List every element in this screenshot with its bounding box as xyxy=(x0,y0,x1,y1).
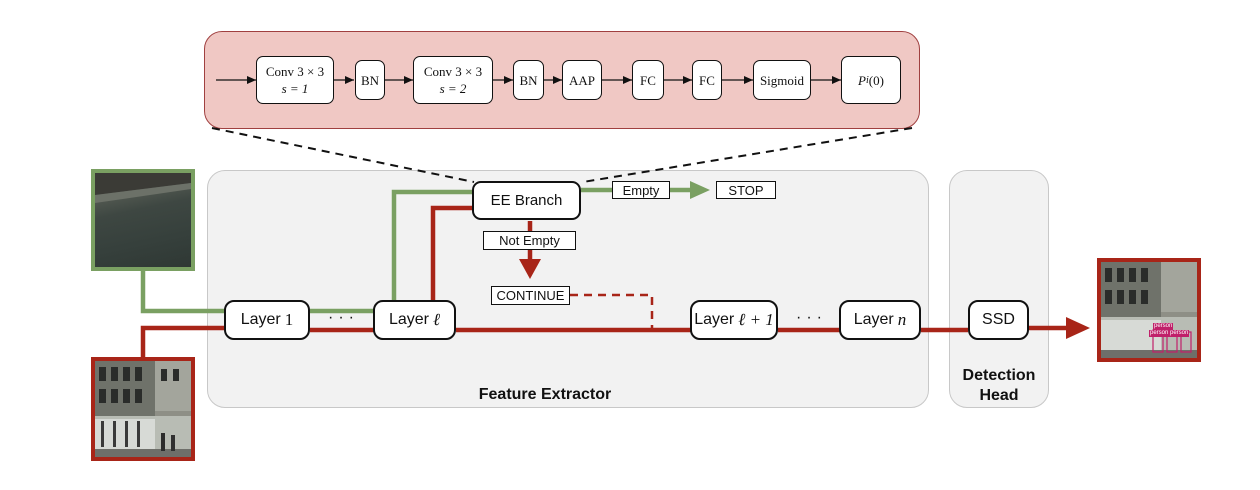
empty-label: Empty xyxy=(612,181,670,199)
sigmoid-block: Sigmoid xyxy=(753,60,811,100)
stop-label: STOP xyxy=(716,181,776,199)
fc-block-1: FC xyxy=(632,60,664,100)
conv-block-2: Conv 3 × 3 s = 2 xyxy=(413,56,493,104)
bn-block-2: BN xyxy=(513,60,544,100)
input-image-empty-road xyxy=(91,169,195,271)
ssd-box: SSD xyxy=(968,300,1029,340)
detection-label-1: person xyxy=(1153,323,1174,330)
aap-block: AAP xyxy=(562,60,602,100)
continue-label: CONTINUE xyxy=(491,286,570,305)
conv-block-1: Conv 3 × 3 s = 1 xyxy=(256,56,334,104)
layer-ellipsis-1: ··· xyxy=(328,309,359,326)
green-path xyxy=(140,268,225,314)
feature-extractor-title: Feature Extractor xyxy=(478,386,612,403)
ee-branch-box: EE Branch xyxy=(472,181,581,220)
zoom-line-left xyxy=(211,127,475,183)
output-image-detections: person person person xyxy=(1097,258,1201,362)
bn-block-1: BN xyxy=(355,60,385,100)
detection-label-2: person xyxy=(1149,330,1170,337)
detection-label-3: person xyxy=(1169,330,1190,337)
red-path xyxy=(140,325,225,358)
not-empty-label: Not Empty xyxy=(483,231,576,250)
continue-dashed-line xyxy=(570,293,654,330)
fc-block-2: FC xyxy=(692,60,722,100)
detection-head-panel xyxy=(949,170,1049,408)
detection-head-title: Detection Head xyxy=(962,367,1036,404)
input-image-street-scene xyxy=(91,357,195,461)
zoom-line-right xyxy=(582,127,913,183)
layer-ellipsis-2: ··· xyxy=(796,309,827,326)
